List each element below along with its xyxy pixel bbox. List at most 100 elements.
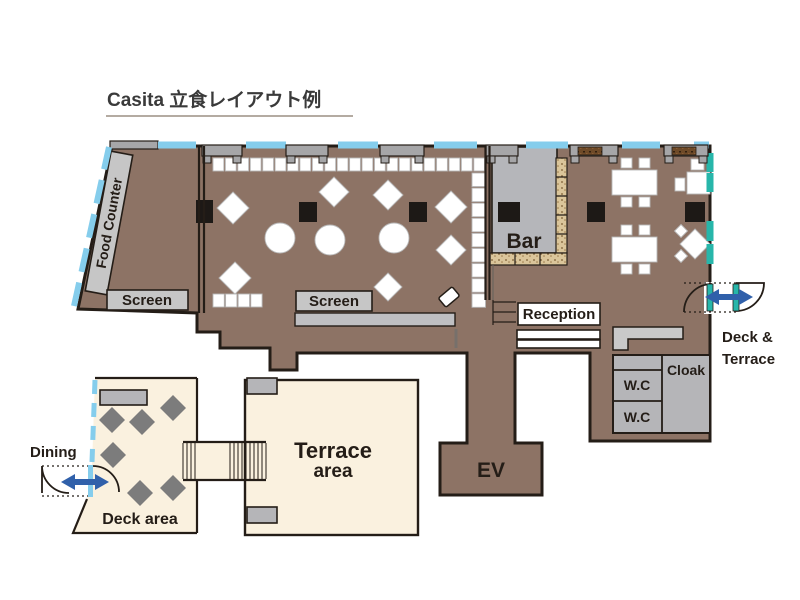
buffet-table [423,157,436,172]
buffet-table [471,172,486,187]
buffet-table [471,202,486,218]
buffet-table [386,157,399,172]
standing-table-diamond [372,179,404,211]
standing-table-diamond [673,248,689,264]
partition-foot [286,155,296,164]
buffet-table [471,293,486,308]
chair [620,196,633,208]
partition-foot [232,155,242,164]
wc-cloak-dividers [613,355,663,433]
standing-table-diamond [673,223,689,239]
standing-table-diamond [435,234,467,266]
dining-table [611,169,658,196]
window-segment [706,221,714,241]
buffet-table [224,157,237,172]
partition [485,144,519,157]
wc-upper-label: W.C [624,377,650,393]
buffet-table [473,157,486,172]
partition [201,144,243,157]
partition-foot [664,155,674,164]
ev-label: EV [477,459,505,482]
screen-left-label: Screen [122,292,172,309]
window-segment [706,153,714,172]
window-segment [622,141,660,149]
deck-table-diamond [100,442,126,468]
window-segment [246,141,286,149]
chair [620,263,633,275]
deck-area-label: Deck area [102,511,178,528]
chair [690,158,705,171]
partition [379,144,425,157]
terrace-label-2: area [313,461,353,482]
pillar [685,202,705,222]
buffet-table [249,157,262,172]
dining-table [611,236,658,263]
fixtures: Food Counter [84,140,711,434]
pillar [409,202,427,222]
standing-table-diamond [373,272,403,302]
partition-foot [698,155,708,164]
reception-box [517,302,601,326]
deck-planter [99,389,148,406]
window-segment [158,141,196,149]
reception-label: Reception [523,306,596,323]
round-table [264,222,296,254]
buffet-table [212,157,225,172]
bar-label: Bar [506,230,541,253]
buffet-table [349,157,361,172]
interior-walls [197,146,491,313]
reception-table-1 [516,329,601,340]
round-table [378,222,410,254]
window-segment [434,141,477,149]
buffet-table [471,248,486,263]
bridge-floor [197,443,245,480]
deck-terrace-door [683,282,765,314]
cloak-bench-wall [612,326,684,351]
partition-foot [608,155,618,164]
pillar [587,202,605,222]
chair [620,224,633,236]
deck-table-diamond [99,407,125,433]
chair [638,224,651,236]
bar-counter-segments [556,176,567,235]
deck-table-diamond [127,480,153,506]
buffet-table [471,217,486,233]
buffet-table [336,157,349,172]
partition-foot [414,155,424,164]
deck-terrace-label-1: Deck & [722,329,773,346]
buffet-table [299,157,312,172]
bar-counter-right [555,157,568,254]
buffet-table [471,263,486,278]
reception-table-2 [516,339,601,349]
buffet-table [262,157,274,172]
food-counter: Food Counter [84,150,134,296]
bar-counter-bottom [489,252,568,266]
screen-left-box [106,289,189,311]
pillar [299,202,317,222]
buffet-table [471,278,486,293]
labels-layer: Screen Screen Bar Reception W.C W.C Cloa… [30,230,775,528]
chair [674,177,686,192]
buffet-table [460,157,473,172]
screen-main-box [295,290,373,312]
buffet-table [225,293,238,308]
screen-main-label: Screen [309,293,359,310]
buffet-table [237,293,250,308]
round-table [314,224,346,256]
chair [620,157,633,169]
page-title: Casita 立食レイアウト例 [107,88,321,111]
buffet-table [398,157,411,172]
double-arrow-icon [61,474,109,490]
buffet-table [361,157,374,172]
long-table [294,312,456,327]
double-arrow-icon [705,289,753,305]
buffet-table [324,157,337,172]
furniture-layer [99,141,714,506]
standing-table-diamond [318,176,350,208]
buffet-table [374,157,386,172]
deck-outline [71,376,199,535]
deck-terrace-base [71,376,420,537]
reception-steps [492,300,516,325]
